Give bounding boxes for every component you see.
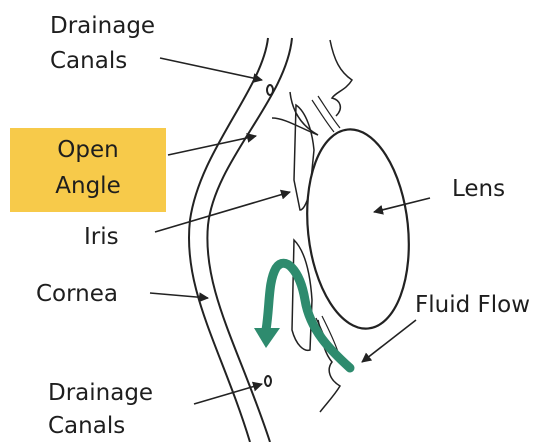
label-open-angle-line2: Angle: [10, 168, 166, 205]
cornea-outer-edge: [189, 38, 268, 442]
cornea-inner-edge: [207, 38, 292, 442]
leader-cornea: [150, 293, 208, 298]
label-iris: Iris: [84, 223, 119, 252]
label-open-angle-line1: Open: [10, 132, 166, 169]
leader-iris: [155, 192, 290, 232]
label-cornea: Cornea: [36, 280, 118, 309]
lens: [298, 124, 418, 333]
label-drainage-canals-top-line2: Canals: [50, 47, 127, 76]
drainage-canal-top: [267, 85, 273, 95]
drainage-canal-bottom: [265, 376, 271, 386]
label-drainage-canals-top-line1: Drainage: [50, 12, 155, 41]
open-angle-highlight: Open Angle: [10, 128, 166, 212]
fluid-flow-arrowhead: [254, 328, 280, 348]
label-lens: Lens: [452, 175, 505, 204]
label-drainage-canals-bottom-line2: Canals: [48, 412, 125, 441]
label-fluid-flow: Fluid Flow: [415, 291, 530, 320]
zonule-fibers-top: [312, 96, 340, 132]
leader-open-angle: [168, 136, 256, 155]
label-drainage-canals-bottom-line1: Drainage: [48, 379, 153, 408]
leader-drainage-top: [160, 58, 262, 80]
ciliary-body-top: [330, 40, 352, 116]
